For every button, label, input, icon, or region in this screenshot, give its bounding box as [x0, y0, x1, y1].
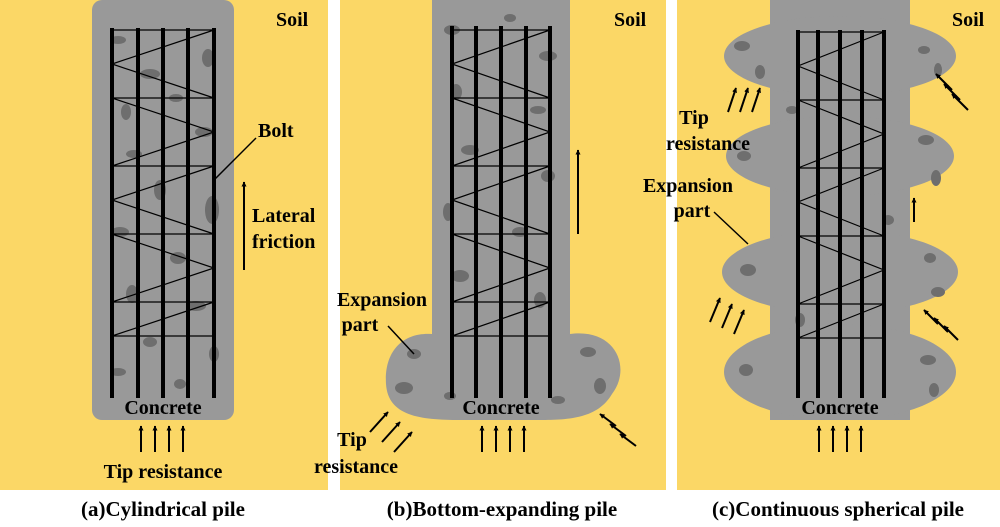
tip-label-b-line2: resistance [314, 456, 398, 478]
tip-arrows-c-lower-right [923, 309, 959, 341]
expansion-label-c-line2: part [674, 200, 711, 222]
tip-arrows-c-lower-left [709, 297, 745, 335]
tip-arrows-c-upper-right [935, 73, 969, 111]
arrow-icon [381, 421, 401, 443]
arrow-icon [733, 309, 745, 335]
lateral-friction-label-line2: friction [252, 231, 315, 253]
soil-label-c: Soil [952, 9, 985, 31]
tip-arrows-a [138, 425, 186, 452]
caption-b: (b)Bottom-expanding pile [387, 497, 617, 521]
bolt-leader-line [213, 137, 257, 181]
expansion-leader-line-b [387, 325, 415, 355]
concrete-label-b: Concrete [462, 397, 539, 419]
expansion-label-c-line1: Expansion [643, 175, 733, 197]
concrete-label-a: Concrete [124, 397, 201, 419]
lateral-friction-label-line1: Lateral [252, 205, 316, 227]
expansion-label-b-line1: Expansion [337, 289, 427, 311]
tip-arrows-b-center [479, 425, 527, 452]
panel-a-cylindrical-pile: Bolt Lateral friction Soil Concrete Tip … [0, 0, 328, 490]
rebar-cage-b [450, 26, 552, 398]
arrow-icon [943, 83, 961, 101]
tip-arrows-c-center [816, 425, 864, 452]
arrow-icon [369, 411, 389, 433]
expansion-label-b-line2: part [342, 314, 379, 336]
arrow-icon [619, 433, 637, 447]
panel-c-continuous-spherical-pile: Soil Tip resistance Expansion part Concr [643, 0, 1000, 490]
arrow-icon [943, 325, 959, 341]
arrow-icon [751, 87, 761, 113]
tip-label-b-line1: Tip [337, 429, 367, 451]
expansion-leader-line-c [713, 211, 749, 245]
concrete-label-c: Concrete [801, 397, 878, 419]
arrow-icon [393, 431, 413, 453]
tip-arrows-b-left [369, 411, 413, 453]
spiral-stirrup-b [450, 29, 552, 337]
tip-resistance-label-a: Tip resistance [104, 461, 223, 483]
caption-c: (c)Continuous spherical pile [712, 497, 964, 521]
arrow-icon [951, 93, 969, 111]
soil-label-b: Soil [614, 9, 647, 31]
tip-label-c-line1: Tip [679, 107, 709, 129]
soil-label-a: Soil [276, 9, 309, 31]
panel-b-bottom-expanding-pile: Soil Expansion part Concrete Tip resista… [314, 0, 666, 490]
tip-arrows-b-right [599, 413, 637, 447]
arrow-icon [721, 303, 733, 329]
rebar-cage-a [110, 28, 216, 398]
arrow-icon [739, 87, 749, 113]
caption-a: (a)Cylindrical pile [81, 497, 245, 521]
arrow-icon [727, 87, 737, 113]
rebar-cage-c [796, 30, 886, 398]
spiral-stirrup-a [110, 29, 216, 337]
arrow-icon [709, 297, 721, 323]
tip-arrows-c-upper-left [727, 87, 761, 113]
spiral-stirrup-c [796, 31, 886, 339]
bolt-label: Bolt [258, 120, 294, 142]
arrow-icon [935, 73, 953, 91]
tip-label-c-line2: resistance [666, 133, 750, 155]
